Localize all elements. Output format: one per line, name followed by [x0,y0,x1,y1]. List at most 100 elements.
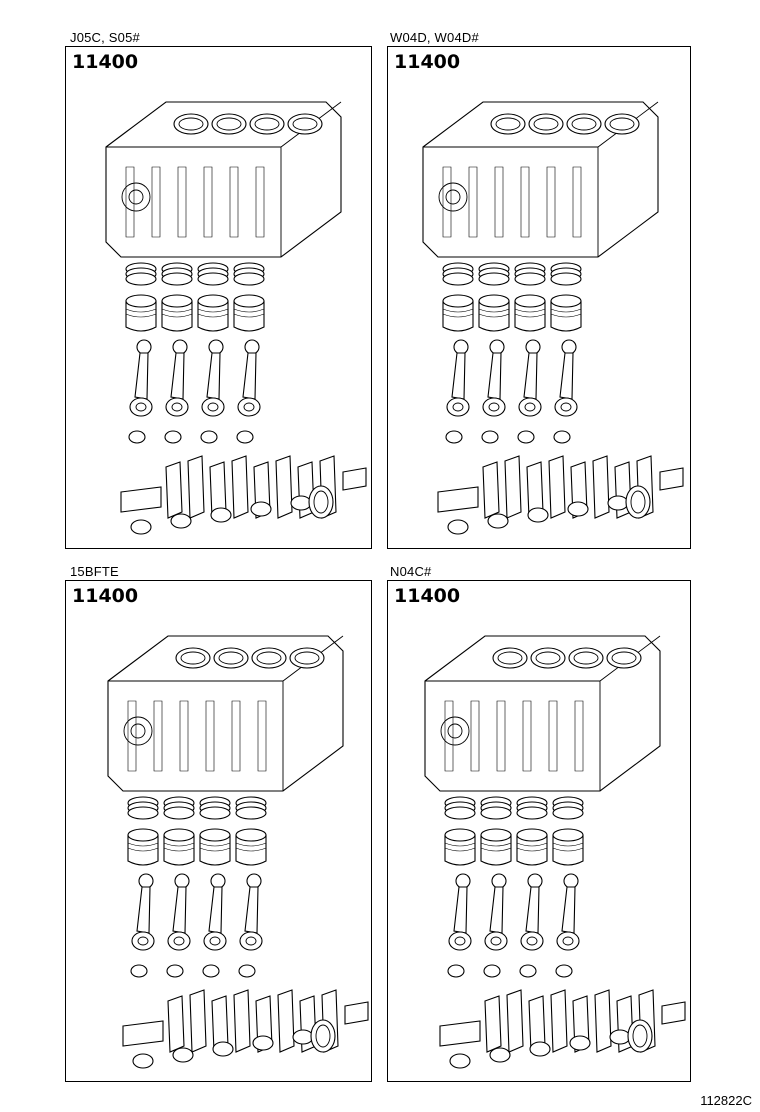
main-bearing [607,495,629,511]
connecting-rod-bearing [128,430,146,444]
main-bearing [569,1035,591,1051]
cylinder-block [424,635,661,792]
piston [163,828,195,866]
main-bearing [292,1029,314,1045]
connecting-rod [556,873,580,951]
piston-ring [125,272,157,286]
panel-1: 11400 [65,46,372,549]
oil-seal [308,485,334,519]
connecting-rod-bearing [164,430,182,444]
piston [161,294,193,332]
connecting-rod [520,873,544,951]
panel-2-engine-assembly-drawing [422,101,684,535]
piston-ring [161,272,193,286]
connecting-rod [484,873,508,951]
connecting-rod [131,873,155,951]
main-bearing [172,1047,194,1063]
main-bearing [212,1041,234,1057]
panel-4-caption: N04C# [390,564,432,579]
panel-3-engine-assembly-drawing [107,635,369,1069]
piston [235,828,267,866]
piston [442,294,474,332]
main-bearing [487,513,509,529]
main-bearing [252,1035,274,1051]
connecting-rod-bearing [447,964,465,978]
piston [125,294,157,332]
panel-4-engine-assembly-drawing [424,635,686,1069]
piston-ring [514,272,546,286]
piston-ring [233,272,265,286]
connecting-rod [448,873,472,951]
connecting-rod-bearing [519,964,537,978]
piston-ring [163,806,195,820]
main-bearing [567,501,589,517]
piston-ring [516,806,548,820]
connecting-rod-bearing [166,964,184,978]
connecting-rod [167,873,191,951]
panel-1-engine-assembly-drawing [105,101,367,535]
piston-ring [552,806,584,820]
piston [127,828,159,866]
piston-ring [444,806,476,820]
main-bearing [447,519,469,535]
panel-3-caption: 15BFTE [70,564,119,579]
connecting-rod [237,339,261,417]
piston-ring [127,806,159,820]
piston-ring [197,272,229,286]
main-bearing [170,513,192,529]
connecting-rod-bearing [553,430,571,444]
connecting-rod-bearing [555,964,573,978]
main-bearing [250,501,272,517]
connecting-rod [201,339,225,417]
piston-ring [478,272,510,286]
figure-number: 112822C [700,1093,752,1108]
piston [552,828,584,866]
piston [480,828,512,866]
connecting-rod [518,339,542,417]
main-bearing [132,1053,154,1069]
connecting-rod-bearing [236,430,254,444]
engine-assembly [107,635,369,1069]
oil-seal [310,1019,336,1053]
connecting-rod-bearing [238,964,256,978]
panel-2-part-number[interactable]: 11400 [394,51,461,73]
cylinder-block [422,101,659,258]
piston [478,294,510,332]
piston [550,294,582,332]
connecting-rod [239,873,263,951]
panel-3: 11400 [65,580,372,1082]
panel-4: 11400 [387,580,691,1082]
crankshaft [122,989,369,1053]
connecting-rod [446,339,470,417]
panel-2-caption: W04D, W04D# [390,30,479,45]
cylinder-block [105,101,342,258]
main-bearing [290,495,312,511]
piston-ring [480,806,512,820]
connecting-rod [203,873,227,951]
main-bearing [130,519,152,535]
piston [514,294,546,332]
main-bearing [449,1053,471,1069]
piston [233,294,265,332]
connecting-rod [129,339,153,417]
connecting-rod-bearing [445,430,463,444]
connecting-rod-bearing [130,964,148,978]
panel-1-caption: J05C, S05# [70,30,140,45]
oil-seal [627,1019,653,1053]
piston [516,828,548,866]
piston [199,828,231,866]
panel-3-part-number[interactable]: 11400 [72,585,139,607]
engine-assembly [422,101,684,535]
connecting-rod [482,339,506,417]
cylinder-block [107,635,344,792]
piston-ring [199,806,231,820]
main-bearing [529,1041,551,1057]
panel-4-part-number[interactable]: 11400 [394,585,461,607]
engine-assembly [424,635,686,1069]
piston-ring [442,272,474,286]
connecting-rod-bearing [202,964,220,978]
connecting-rod-bearing [481,430,499,444]
main-bearing [210,507,232,523]
panel-1-part-number[interactable]: 11400 [72,51,139,73]
oil-seal [625,485,651,519]
